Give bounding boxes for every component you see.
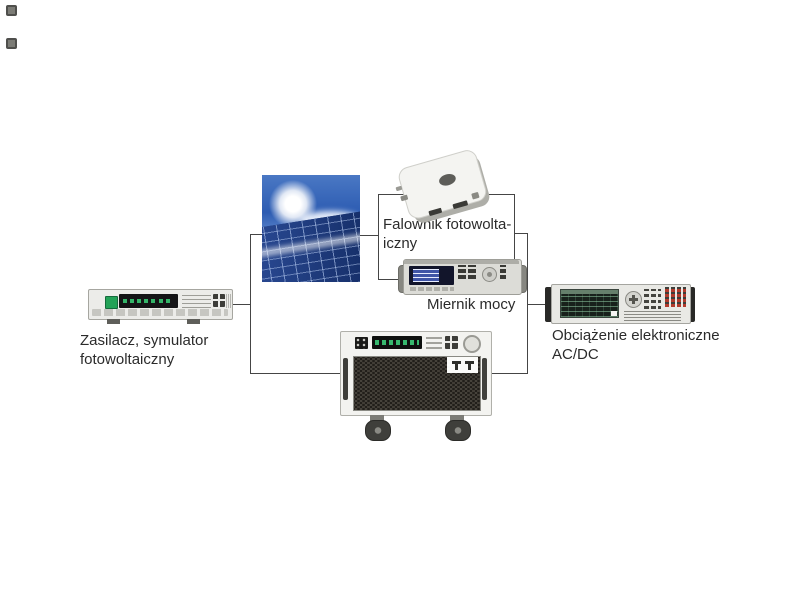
supply-vent-slots xyxy=(226,294,231,308)
terminal-post xyxy=(452,361,461,370)
supply-label-rows xyxy=(182,294,211,308)
wire-box-to-right-junction xyxy=(514,233,528,234)
scan-artifact-top xyxy=(6,5,17,16)
dc-load-terminal-panel xyxy=(447,357,478,373)
acdc-nav-pad xyxy=(625,291,642,308)
meter-screen-content xyxy=(413,269,439,282)
wire-dc-load-to-right-junction xyxy=(491,373,527,374)
caster-wheel-right xyxy=(444,415,471,441)
caster-wheel xyxy=(365,420,391,441)
supply-foot xyxy=(107,319,120,324)
power-supply-label-line1: Zasilacz, symulator xyxy=(80,332,209,349)
wire-solar-to-box xyxy=(360,235,378,236)
dc-electronic-load-image xyxy=(340,330,492,445)
supply-display xyxy=(119,294,178,308)
supply-button-grid xyxy=(213,294,225,307)
power-meter-label-line1: Miernik mocy xyxy=(427,296,516,313)
meter-top-strip xyxy=(404,260,519,264)
ac-dc-load-label-line1: Obciążenie elektroniczne xyxy=(552,327,720,344)
solar-panel-photo xyxy=(262,175,360,282)
pv-simulator-supply-image xyxy=(87,288,233,328)
caster-bracket xyxy=(370,415,384,421)
acdc-right-handle xyxy=(688,287,695,322)
pv-inverter-image xyxy=(395,150,490,223)
inverter-port xyxy=(400,194,409,202)
power-supply-label-line2: fotowoltaiczny xyxy=(80,351,175,368)
supply-power-button xyxy=(105,296,118,309)
inverter-port xyxy=(395,186,403,192)
dc-load-left-handle xyxy=(343,358,348,400)
ac-dc-load-label-line2: AC/DC xyxy=(552,346,599,363)
dc-load-key-cluster xyxy=(426,336,442,349)
inverter-logo-oval xyxy=(439,174,456,186)
supply-display-segments xyxy=(159,299,172,303)
wire-left-junction-vertical xyxy=(250,234,251,374)
wire-junction-to-solar xyxy=(250,234,262,235)
scan-artifact-bottom xyxy=(6,38,17,49)
dc-load-power-switch xyxy=(355,337,368,349)
ac-dc-electronic-load-image xyxy=(545,283,695,324)
wire-junction-to-dc-load xyxy=(251,373,341,374)
inverter-connector xyxy=(452,200,468,209)
inverter-label-line2: iczny xyxy=(383,235,418,252)
meter-softkey-row xyxy=(410,287,454,291)
wire-junction-to-acdc-load xyxy=(528,304,546,305)
dc-load-display-segments xyxy=(375,340,419,345)
wire-right-junction-vertical xyxy=(527,233,528,374)
acdc-red-button-grid xyxy=(665,287,686,307)
acdc-label-chip xyxy=(611,311,617,316)
inverter-connector xyxy=(428,207,443,216)
dc-load-right-handle xyxy=(482,358,487,400)
acdc-display xyxy=(560,289,619,318)
power-meter-image xyxy=(398,257,527,297)
supply-foot xyxy=(187,319,200,324)
meter-button-cluster xyxy=(458,265,478,279)
wire-supply-to-junction xyxy=(231,304,250,305)
ac-dc-load-label: Obciążenie elektroniczne AC/DC xyxy=(552,326,720,364)
acdc-vent-slots xyxy=(624,309,681,321)
caster-wheel xyxy=(445,420,471,441)
terminal-post xyxy=(465,361,474,370)
acdc-button-columns xyxy=(644,289,661,309)
acdc-left-handle xyxy=(545,287,552,322)
dc-load-button-grid xyxy=(445,336,458,349)
dc-load-knob xyxy=(463,335,481,353)
power-supply-label: Zasilacz, symulator fotowoltaiczny xyxy=(80,331,208,369)
caster-wheel-left xyxy=(364,415,391,441)
inverter-label: Falownik fotowolta- iczny xyxy=(383,215,511,253)
caster-bracket xyxy=(450,415,464,421)
supply-display-segments xyxy=(123,299,155,303)
inverter-label-line1: Falownik fotowolta- xyxy=(383,216,512,233)
supply-button-row xyxy=(92,309,228,316)
meter-nav-dot xyxy=(487,272,492,277)
power-meter-label: Miernik mocy xyxy=(427,295,515,314)
dc-load-display xyxy=(372,336,422,349)
meter-side-buttons xyxy=(500,265,506,279)
inverter-port xyxy=(471,192,480,200)
